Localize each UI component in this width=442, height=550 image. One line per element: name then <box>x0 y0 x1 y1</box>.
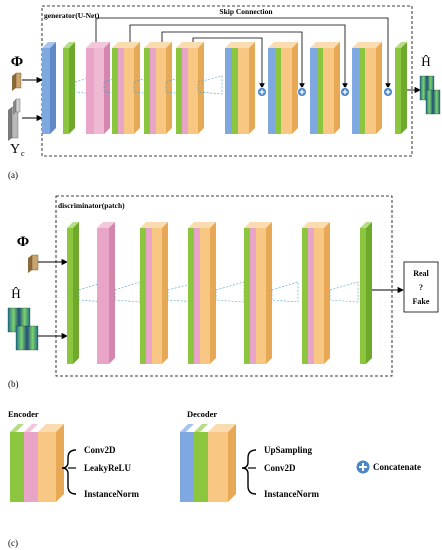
skip-line-4 <box>192 37 265 89</box>
caption-c: (c) <box>8 538 18 548</box>
disc-input-phi-symbol: Φ <box>17 234 29 250</box>
disc-funnel-6 <box>329 281 359 303</box>
decoder-legend-block <box>180 424 236 502</box>
caption-b: (b) <box>8 379 19 389</box>
panel-a-generator: generator(U-Net) Skip Connection Φ Y c <box>8 5 441 180</box>
conv-funnel-5 <box>197 75 223 95</box>
generator-title: generator(U-Net) <box>44 11 100 20</box>
disc-block-3 <box>140 222 168 364</box>
disc-output-block <box>360 222 372 364</box>
disc-block-4 <box>188 222 216 364</box>
gen-input-block <box>42 42 56 134</box>
input-y-symbol: Y <box>10 142 20 157</box>
gen-encoder-5 <box>176 42 204 134</box>
skip-connections <box>95 17 391 89</box>
output-h-symbol: Ĥ <box>421 54 430 69</box>
disc-input-h-symbol: Ĥ <box>11 286 20 301</box>
encoder-title: Encoder <box>8 409 39 419</box>
input-phi-symbol: Φ <box>11 54 23 70</box>
disc-funnel-3 <box>167 281 199 303</box>
gen-encoder-3 <box>112 42 140 134</box>
disc-block-6 <box>302 222 330 364</box>
concatenate-label: Concatenate <box>373 462 421 472</box>
encoder-layer-instancenorm: InstanceNorm <box>84 489 139 499</box>
gen-encoder-2 <box>86 42 110 134</box>
disc-funnel-5 <box>271 281 299 303</box>
disc-block-1 <box>67 222 79 364</box>
panel-b-discriminator: discriminator(patch) Φ Ĥ <box>7 195 439 389</box>
disc-funnel-2 <box>114 281 141 303</box>
disc-block-5 <box>244 222 272 364</box>
disc-input-h-image <box>7 307 39 351</box>
concat-plus-4 <box>385 89 391 95</box>
disc-block-2 <box>97 222 115 364</box>
gen-decoder-2 <box>268 42 298 134</box>
gen-decoder-3 <box>310 42 340 134</box>
real-fake-box <box>403 261 439 313</box>
discriminator-title: discriminator(patch) <box>58 201 125 210</box>
concat-plus-1 <box>259 89 265 95</box>
disc-input-phi-block <box>28 254 39 273</box>
decoder-brace <box>241 449 257 495</box>
gen-decoder-1 <box>225 42 255 134</box>
skip-line-3 <box>161 31 305 89</box>
encoder-layer-leakyrelu: LeakyReLU <box>84 463 132 473</box>
gen-output-block <box>395 42 407 134</box>
decoder-layer-instancenorm: InstanceNorm <box>264 489 319 499</box>
decoder-layer-upsampling: UpSampling <box>264 445 313 455</box>
real-label: Real <box>413 269 429 278</box>
gen-decoder-4 <box>352 42 382 134</box>
panel-c-legend: Encoder Conv2D LeakyReLU InstanceNorm De… <box>8 409 421 548</box>
encoder-layer-conv2d: Conv2D <box>84 445 116 455</box>
discriminator-frame <box>55 195 393 377</box>
concat-plus-3 <box>342 89 348 95</box>
output-h-image <box>419 75 441 115</box>
input-phi-block <box>12 72 22 91</box>
encoder-brace <box>61 449 77 495</box>
caption-a: (a) <box>8 170 18 180</box>
gen-encoder-4 <box>144 42 172 134</box>
decoder-title: Decoder <box>187 409 217 419</box>
input-y-block <box>8 98 21 141</box>
encoder-legend-block <box>10 424 64 502</box>
skip-line-1 <box>95 17 391 89</box>
decoder-layer-conv2d: Conv2D <box>264 463 296 473</box>
skip-connection-label: Skip Connection <box>219 7 273 16</box>
fake-label: Fake <box>413 297 430 306</box>
skip-line-2 <box>129 24 348 89</box>
question-label: ? <box>419 283 423 292</box>
disc-funnel-4 <box>215 281 245 303</box>
concat-plus-2 <box>299 89 305 95</box>
input-y-subscript: c <box>21 149 25 158</box>
gen-encoder-1 <box>63 42 75 134</box>
